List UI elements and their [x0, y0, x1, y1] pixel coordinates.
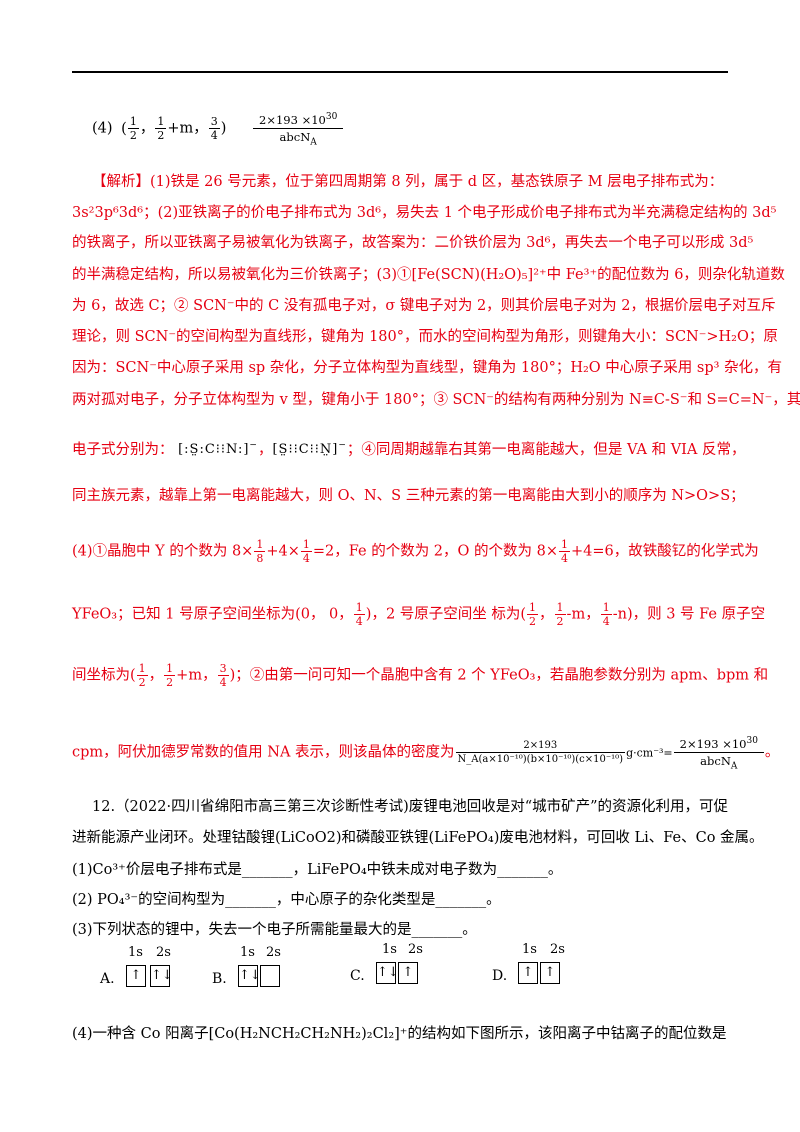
analysis-line-10: 同主族元素，越靠上第一电离能越大，则 O、N、S 三种元素的第一电离能由大到小的… [72, 488, 745, 504]
q12-line-2: 进新能源产业闭环。处理钴酸锂(LiCoO2)和磷酸亚铁锂(LiFePO₄)废电池… [72, 830, 764, 846]
analysis-line-5: 为 6，故选 C；② SCN⁻中的 C 没有孤电子对，σ 键电子对为 2，则其价… [72, 298, 776, 314]
q12-line-6: (4)一种含 Co 阳离子[Co(H₂NCH₂CH₂NH₂)₂Cl₂]⁺的结构如… [72, 1026, 727, 1042]
analysis-line-3: 的铁离子，所以亚铁离子易被氧化为铁离子，故答案为：二价铁价层为 3d⁶，再失去一… [72, 235, 754, 251]
lewis-structure-1: [:S̤:C⁝⁝N:]− [178, 440, 258, 457]
q12-line-5: (3)下列状态的锂中，失去一个电子所需能量最大的是_______。 [72, 922, 477, 938]
analysis-line-4: 的半满稳定结构，所以易被氧化为三价铁离子；(3)①[Fe(SCN)(H₂O)₅]… [72, 267, 785, 283]
analysis-line-6: 理论，则 SCN⁻的空间构型为直线形，键角为 180°，而水的空间构型为角形，则… [72, 329, 778, 345]
q12-line-4: (2) PO₄³⁻的空间构型为_______，中心原子的杂化类型是_______… [72, 892, 501, 908]
analysis-line-2: 3s²3p⁶3d⁶；(2)亚铁离子的价电子排布式为 3d⁶，易失去 1 个电子形… [72, 205, 777, 221]
header-rule [72, 71, 728, 73]
q12-line-3: (1)Co³⁺价层电子排布式是_______，LiFePO₄中铁未成对电子数为_… [72, 862, 563, 878]
analysis-line-9: 电子式分别为： [:S̤:C⁝⁝N:]−，[S̤⁝⁝C⁝⁝N̤]−；④同周期越靠… [72, 440, 746, 458]
lewis-structure-2: [S̤⁝⁝C⁝⁝N̤]− [272, 440, 347, 457]
analysis-line-1: 【解析】(1)铁是 26 号元素，位于第四周期第 8 列，属于 d 区，基态铁原… [92, 174, 724, 190]
q12-line-1: 12.（2022·四川省绵阳市高三第三次诊断性考试)废锂电池回收是对“城市矿产”… [92, 799, 729, 815]
analysis-line-7: 因为：SCN⁻中心原子采用 sp 杂化，分子立体构型为直线型，键角为 180°；… [72, 360, 783, 376]
analysis-line-8: 两对孤对电子，分子立体构型为 v 型，键角小于 180°；③ SCN⁻的结构有两… [72, 392, 800, 408]
